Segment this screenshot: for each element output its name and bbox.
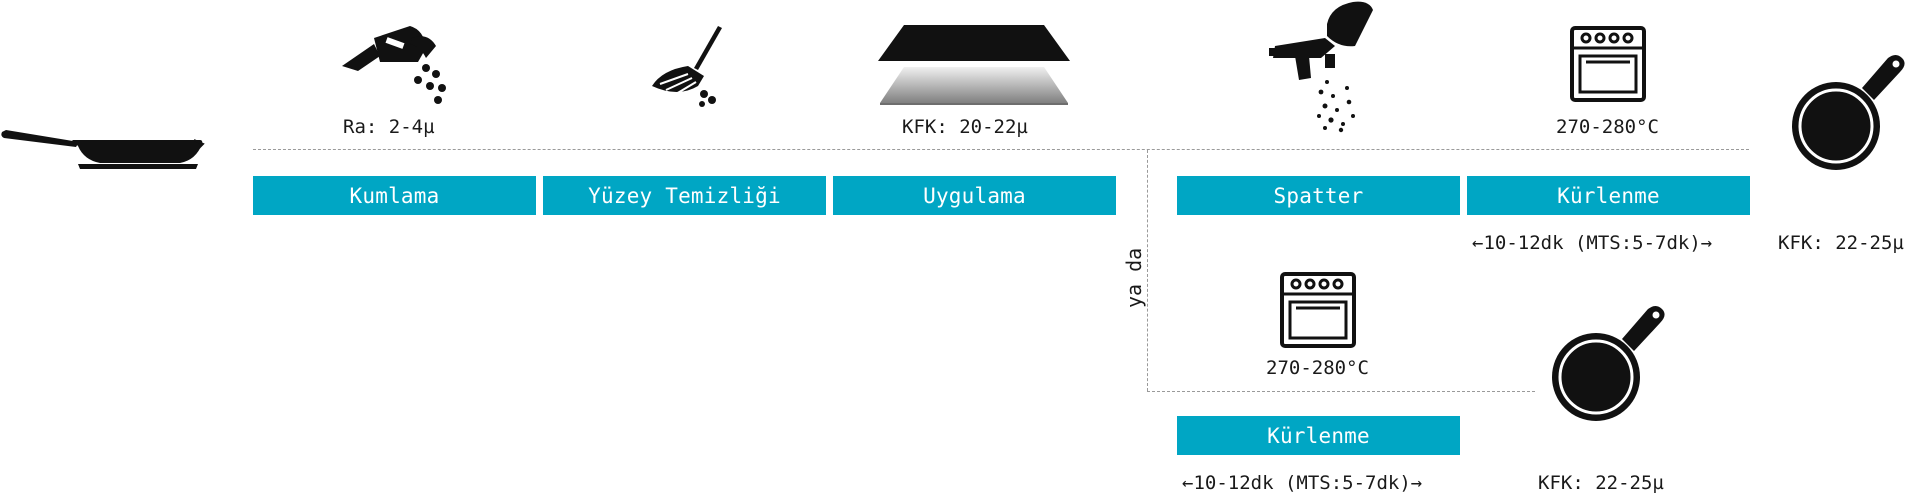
main-flow-line (253, 149, 1749, 150)
coated-pan-icon (1552, 306, 1665, 421)
thickness-label-final-bottom: KFK: 22-25µ (1538, 472, 1664, 494)
step-curing-bottom: Kürlenme (1177, 416, 1460, 455)
step-sandblasting: Kumlama (253, 176, 536, 215)
branch-line (1147, 150, 1148, 391)
broom-icon (652, 26, 722, 107)
sand-shaker-icon (342, 26, 446, 104)
coating-layer-icon (878, 25, 1070, 105)
step-application: Uygulama (833, 176, 1116, 215)
thickness-label-application: KFK: 20-22µ (902, 116, 1028, 138)
thickness-label-final-top: KFK: 22-25µ (1778, 232, 1904, 254)
frying-pan-icon (1, 130, 205, 169)
branch-flow-line (1147, 391, 1535, 392)
temperature-label-bottom: 270-280°C (1266, 357, 1369, 379)
step-spatter: Spatter (1177, 176, 1460, 215)
roughness-label: Ra: 2-4µ (343, 116, 435, 138)
oven-icon (1570, 26, 1646, 102)
oven-icon (1280, 272, 1356, 348)
step-surface-cleaning: Yüzey Temizliği (543, 176, 826, 215)
or-label: ya da (1122, 247, 1146, 308)
coated-pan-icon (1792, 55, 1905, 170)
temperature-label-top: 270-280°C (1556, 116, 1659, 138)
spray-gun-icon (1269, 1, 1373, 133)
duration-label-top: ←10-12dk (MTS:5-7dk)→ (1472, 232, 1713, 254)
step-curing-top: Kürlenme (1467, 176, 1750, 215)
duration-label-bottom: ←10-12dk (MTS:5-7dk)→ (1182, 472, 1423, 494)
